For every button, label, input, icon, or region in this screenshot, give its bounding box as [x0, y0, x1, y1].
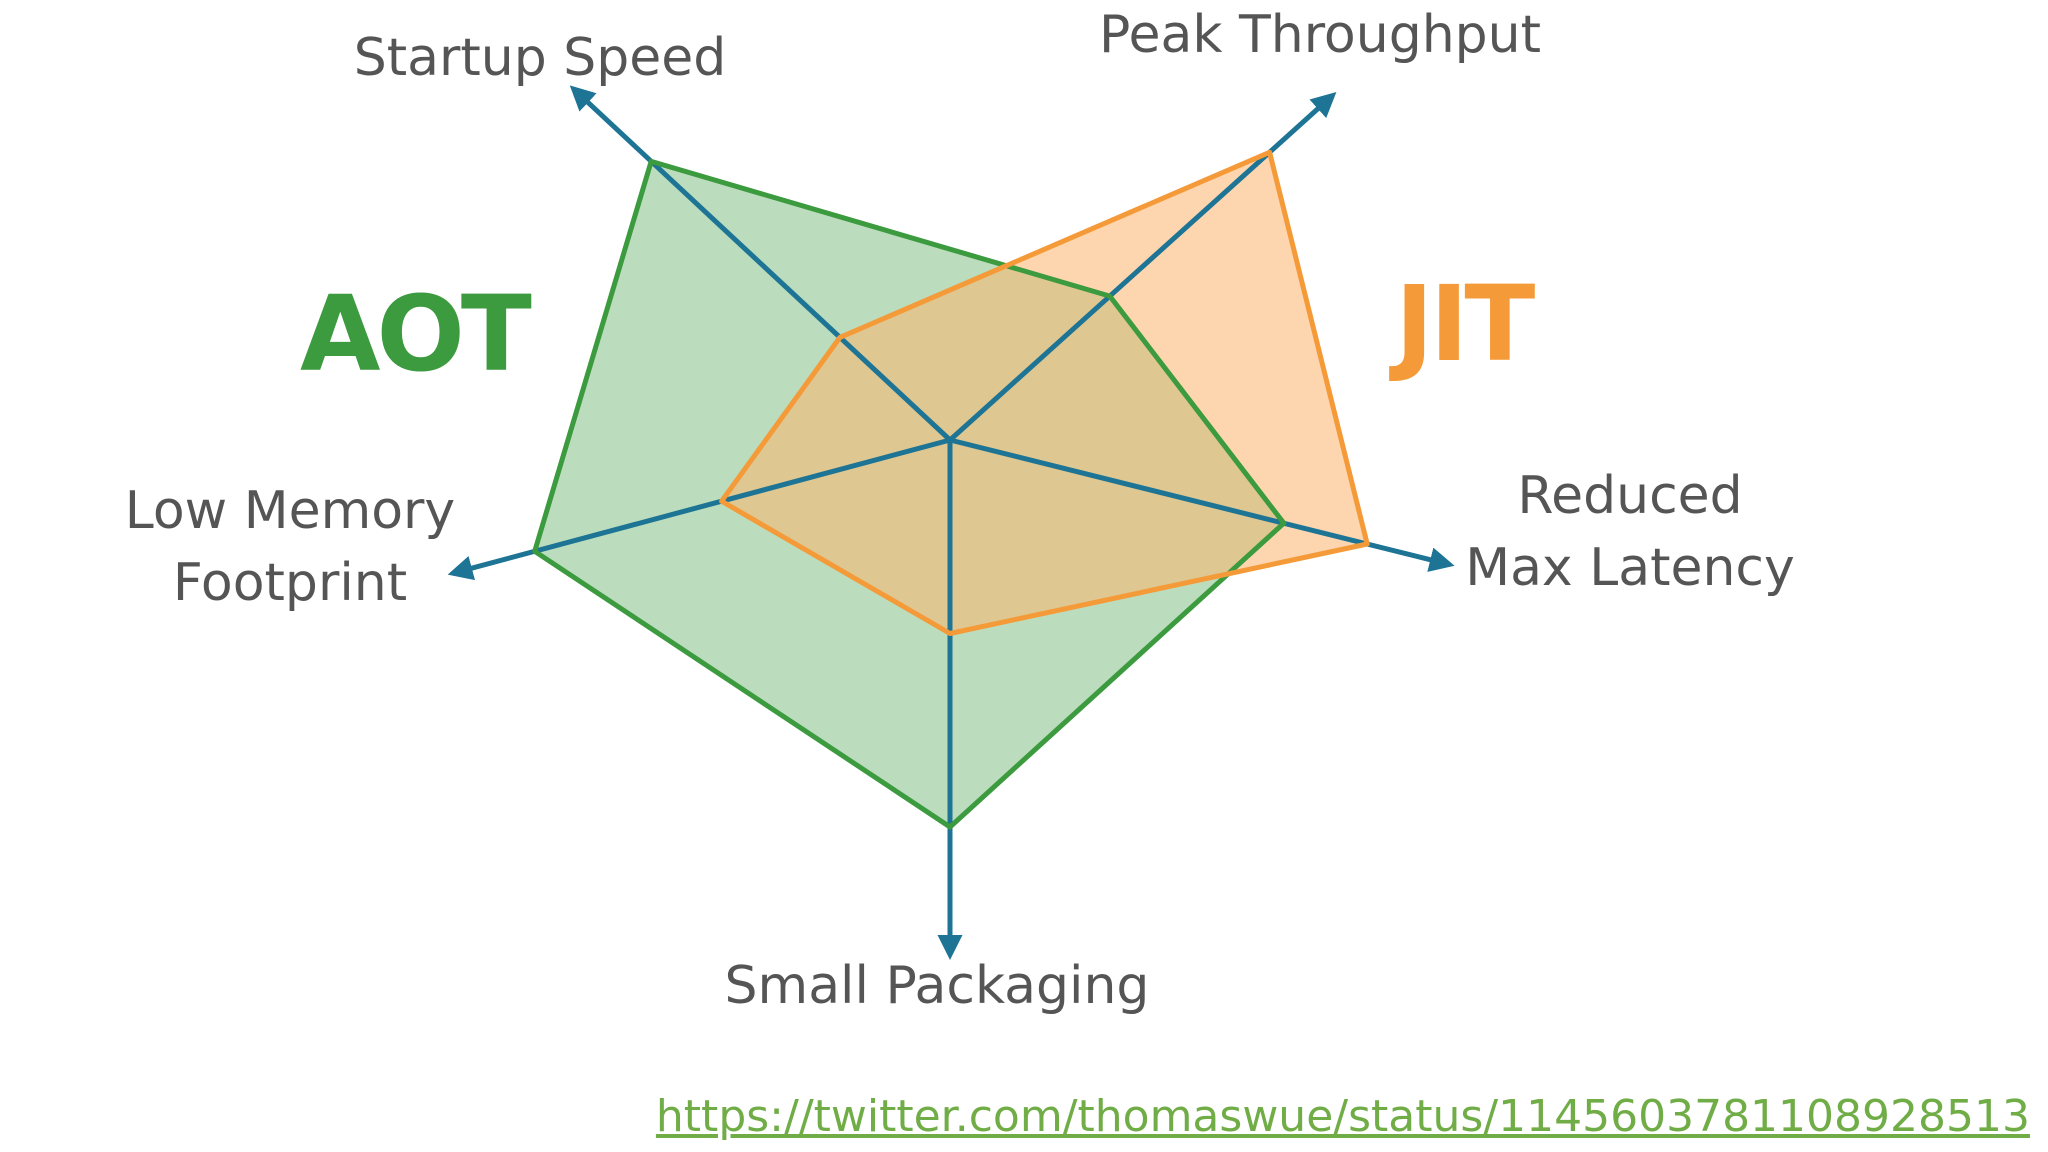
axis-label-line: Footprint [173, 553, 407, 613]
series-outlines [532, 149, 1370, 830]
axis-label-line: Low Memory [125, 481, 455, 541]
axis-label-peak-throughput: Peak Throughput [1099, 5, 1541, 65]
axis-label-small-packaging: Small Packaging [725, 956, 1150, 1016]
series-label-aot: AOT [300, 273, 532, 395]
axis-label-line: Max Latency [1465, 538, 1795, 598]
series-outline-aot [532, 158, 1287, 830]
series-outline-jit [719, 149, 1370, 636]
series-labels: AOT JIT [300, 263, 1539, 395]
axis-label-startup-speed: Startup Speed [354, 28, 727, 88]
axis-label-line: Reduced [1517, 466, 1742, 526]
series-fills [534, 152, 1368, 827]
axis-label-line: Peak Throughput [1099, 5, 1541, 65]
series-label-jit: JIT [1389, 263, 1535, 385]
axis-label-line: Startup Speed [354, 28, 727, 88]
axis-line-startup-speed [569, 85, 952, 442]
series-area-jit [721, 152, 1368, 634]
axis-label-line: Small Packaging [725, 956, 1150, 1016]
source-link[interactable]: https://twitter.com/thomaswue/status/114… [655, 1091, 2030, 1142]
